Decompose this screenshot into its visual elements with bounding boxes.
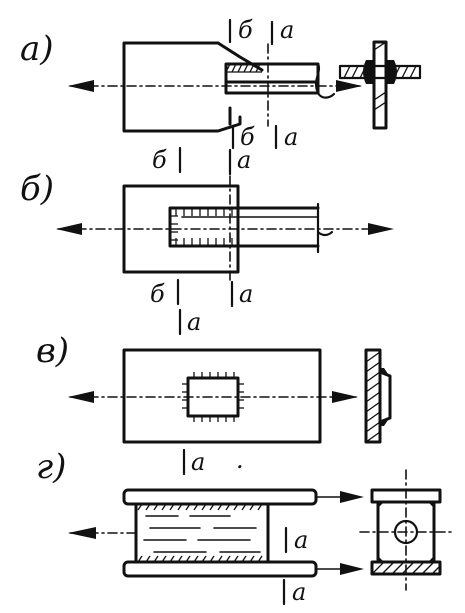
panel-v-section-label-1: а: [187, 308, 201, 336]
panel-a-strip-break: [314, 62, 336, 99]
panel-g-top-strip: [122, 488, 318, 506]
panel-g-label: г): [36, 447, 66, 487]
panel-g-arrow-top-right: [340, 491, 364, 503]
panel-g: г) а .: [36, 446, 453, 606]
panel-b-section-label-2: а: [237, 146, 251, 174]
panel-a-arrow-right: [336, 80, 362, 92]
panel-b-arrow-left: [56, 223, 82, 235]
panel-b-section-label-1: б: [152, 146, 167, 174]
panel-v-label: в): [36, 331, 69, 371]
panel-a-weld: [225, 63, 262, 73]
panel-v-arrow-left: [68, 391, 94, 403]
panel-a-plate: [122, 41, 264, 133]
panel-a-label: а): [20, 29, 54, 69]
panel-g-section-label-1: а: [191, 448, 205, 476]
panel-v-side-view: [364, 348, 392, 444]
panel-g-cross-section: [359, 469, 453, 591]
panel-b-arrow-right: [368, 223, 394, 235]
panel-b-label: б): [20, 169, 54, 209]
panel-v-arrow-right: [332, 391, 358, 403]
panel-a: а) б а б а: [20, 16, 422, 151]
panel-g-arrow-bottom-right: [340, 563, 364, 575]
panel-a-section-label-2: а: [280, 16, 294, 44]
panel-a-section-label-1: б: [238, 16, 253, 44]
panel-b: б): [20, 146, 394, 308]
panel-g-block-texture: [143, 515, 261, 553]
panel-b-weld: [170, 208, 233, 246]
panel-v-plate: [122, 348, 322, 444]
panel-v-weld: [182, 372, 244, 422]
panel-b-strip: [168, 206, 320, 248]
panel-b-section-label-4: а: [239, 280, 253, 308]
panel-b-strip-break: [316, 202, 334, 254]
panel-a-arrow-left: [68, 80, 94, 92]
panel-a-side-view: [338, 40, 422, 130]
panel-g-section-label-3: а: [292, 578, 306, 606]
panel-g-mark: .: [236, 446, 244, 474]
panel-v: в) а: [36, 308, 392, 444]
panel-a-section-label-3: б: [240, 123, 255, 151]
panel-b-section-label-3: б: [150, 280, 165, 308]
panel-g-block: [134, 502, 270, 564]
panel-g-weld: [137, 503, 263, 563]
panel-a-section-label-4: а: [284, 123, 298, 151]
panel-g-bottom-strip: [122, 560, 318, 578]
panel-g-section-label-2: а: [294, 526, 308, 554]
panel-g-arrow-left: [68, 527, 96, 539]
